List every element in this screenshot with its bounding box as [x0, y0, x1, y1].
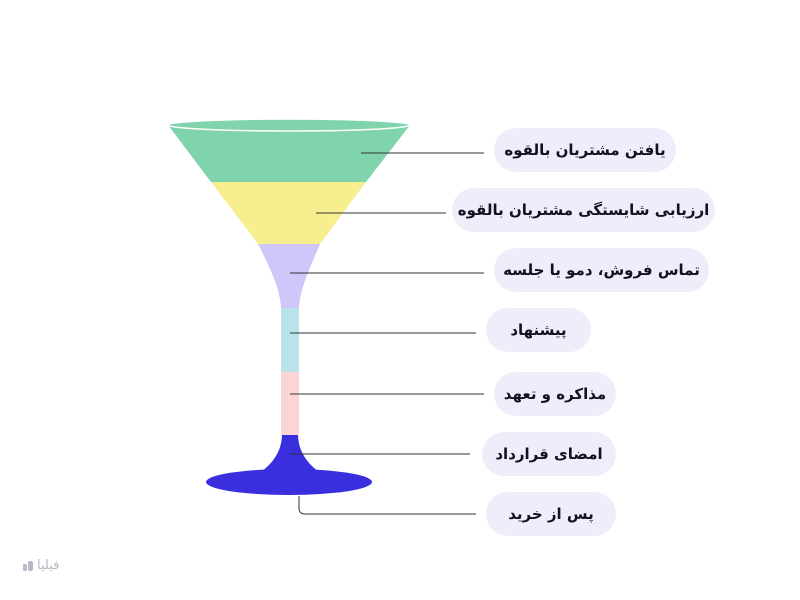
- stage-label-prospecting: یافتن مشتریان بالقوه: [494, 128, 676, 172]
- stage-label-qualification: ارزیابی شایستگی مشتریان بالقوه: [452, 188, 715, 232]
- funnel-segment-prospecting: [168, 125, 410, 182]
- funnel-segment-contract: [240, 434, 340, 482]
- brand-logo-text: فیلیا: [37, 558, 60, 573]
- brand-logo: فیلیا: [22, 558, 59, 573]
- stage-label-sales-call: تماس فروش، دمو یا جلسه: [494, 248, 709, 292]
- funnel-segment-proposal: [281, 308, 299, 372]
- stage-label-contract: امضای قرارداد: [482, 432, 616, 476]
- funnel-segment-sales-call: [258, 244, 320, 308]
- funnel-rim: [167, 118, 411, 132]
- stage-label-post-purchase: پس از خرید: [486, 492, 616, 536]
- filia-logo-icon: [23, 560, 33, 571]
- connector-line-7: [298, 496, 476, 515]
- stage-label-negotiation: مذاکره و تعهد: [494, 372, 616, 416]
- funnel-segment-negotiation: [281, 371, 299, 435]
- stage-label-proposal: پیشنهاد: [486, 308, 591, 352]
- funnel-segment-qualification: [211, 182, 366, 244]
